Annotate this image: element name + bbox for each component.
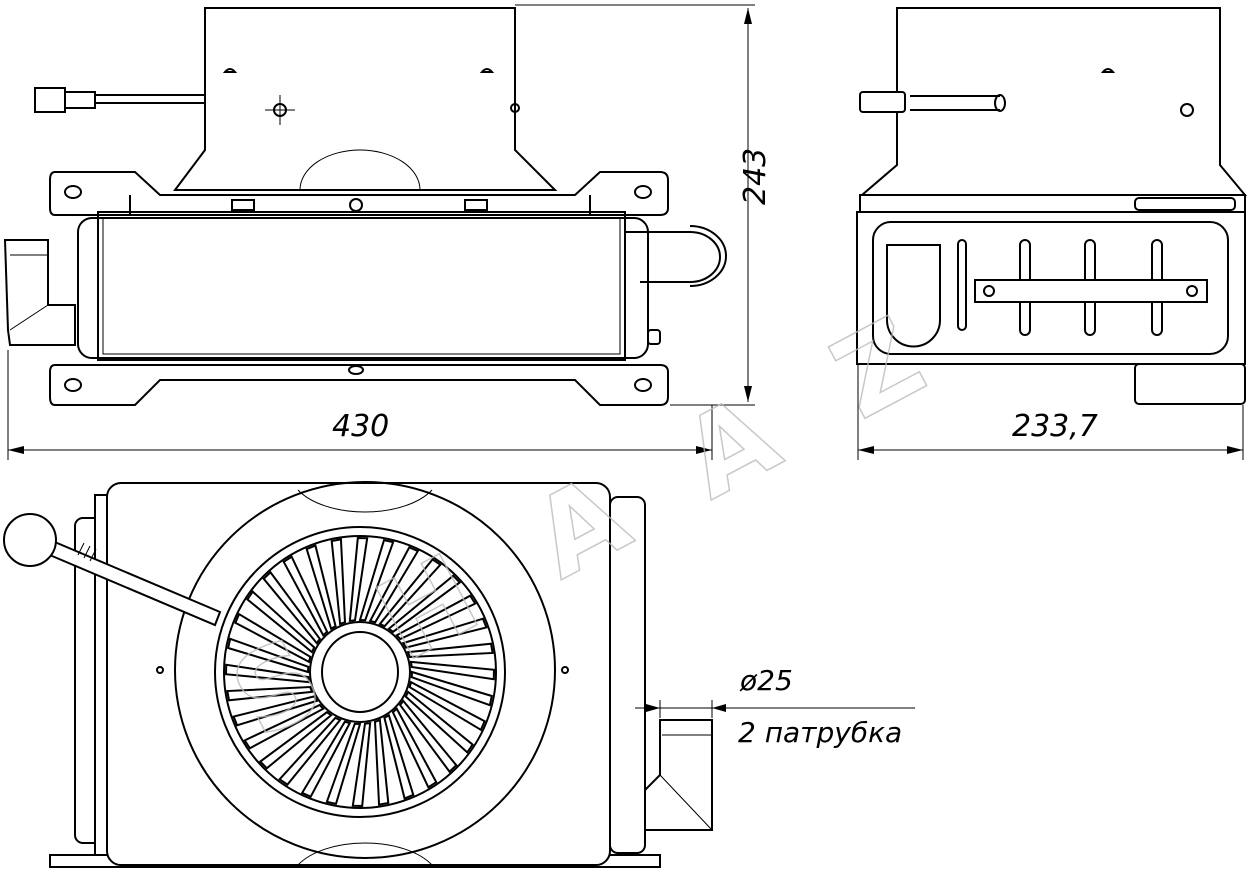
fan-blades <box>225 537 495 807</box>
fan-blade <box>398 699 458 774</box>
dimension-length: 430 <box>7 350 713 460</box>
fan-blade <box>234 612 312 664</box>
connector <box>34 87 66 113</box>
fan-blade <box>226 685 314 702</box>
inlet-pipe <box>3 239 76 346</box>
fan-blade <box>232 695 319 727</box>
outlet-pipe <box>644 719 713 831</box>
height-label: 243 <box>738 148 773 205</box>
fan-blade <box>282 555 329 637</box>
fan-blade <box>278 716 342 786</box>
fan-blade <box>325 722 362 806</box>
fan-blade <box>226 637 310 674</box>
fan-blade <box>409 660 495 681</box>
fan-blade <box>225 663 311 684</box>
bracket-top <box>49 171 669 216</box>
fan-blade <box>305 544 337 631</box>
fan-blade <box>395 594 477 641</box>
radiator <box>77 217 649 359</box>
fan-blade <box>404 690 474 754</box>
fan-blade <box>246 590 316 654</box>
width-label: 233,7 <box>1012 409 1098 444</box>
length-label: 430 <box>332 409 389 444</box>
fan-blade <box>401 617 488 649</box>
fan-blade <box>258 710 333 770</box>
fan-blade <box>378 558 442 628</box>
fan-blade <box>410 670 494 707</box>
fan-blade <box>351 721 372 807</box>
fan-blade <box>330 538 347 626</box>
fan-blade <box>391 707 438 789</box>
side-fan-housing <box>859 7 1247 196</box>
front-view <box>3 7 727 406</box>
fan-blade <box>262 570 322 645</box>
top-view <box>3 481 713 868</box>
diameter-label: ø25 <box>739 664 793 697</box>
fan-blade <box>300 720 352 798</box>
fan-blade <box>348 537 369 623</box>
fan-blade <box>368 546 420 624</box>
fan-hub <box>309 621 411 723</box>
pipe-callout: ø25 2 патрубка <box>635 664 915 749</box>
dimension-width: 233,7 <box>857 365 1244 460</box>
cable-plug <box>3 513 57 567</box>
fan-blade <box>243 703 325 750</box>
fan-blade <box>387 574 462 634</box>
fan-blade <box>373 718 390 806</box>
fan-housing <box>173 7 558 191</box>
side-view <box>856 7 1247 405</box>
fan-scroll <box>174 481 556 859</box>
fan-blade <box>358 538 395 622</box>
pipes-note: 2 патрубка <box>738 716 902 749</box>
fan-blade <box>406 642 494 659</box>
bracket-bottom <box>49 364 669 406</box>
fan-blade <box>383 713 415 800</box>
fan-blade <box>408 680 486 732</box>
